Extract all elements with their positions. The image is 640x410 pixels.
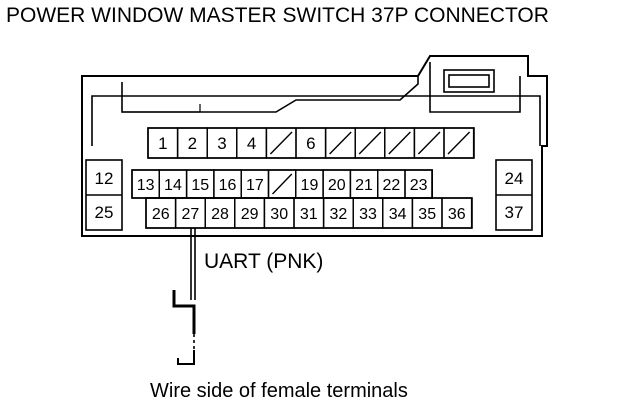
connector-housing xyxy=(81,55,548,237)
terminal-label: 36 xyxy=(448,206,466,223)
terminal-label: 34 xyxy=(389,206,407,223)
terminal-label: 6 xyxy=(306,134,315,153)
terminal-label: 25 xyxy=(95,203,114,222)
terminal-label: 20 xyxy=(328,177,346,194)
terminal-cell xyxy=(443,127,475,159)
terminal-label: 4 xyxy=(247,134,256,153)
terminal-label: 29 xyxy=(241,206,259,223)
terminal-label: 30 xyxy=(270,206,288,223)
terminal-label: 12 xyxy=(95,169,114,188)
unused-terminal-slash xyxy=(329,131,352,155)
terminal-label: 19 xyxy=(301,177,319,194)
unused-terminal-slash xyxy=(447,131,471,155)
unused-terminal-slash xyxy=(417,131,441,155)
terminal-label: 16 xyxy=(219,177,237,194)
terminal-label: 31 xyxy=(300,206,318,223)
unused-terminal-slash xyxy=(388,131,411,155)
terminal-label: 28 xyxy=(211,206,229,223)
terminal-label: 23 xyxy=(410,177,428,194)
terminal-label: 24 xyxy=(505,169,524,188)
terminal-label: 17 xyxy=(246,177,264,194)
terminal-cell xyxy=(441,197,473,229)
terminal-label: 35 xyxy=(418,206,436,223)
probe-wire xyxy=(172,228,196,365)
terminal-label: 32 xyxy=(330,206,348,223)
terminal-label: 13 xyxy=(137,177,155,194)
unused-terminal-slash xyxy=(271,173,293,195)
diagram-title: POWER WINDOW MASTER SWITCH 37P CONNECTOR xyxy=(6,4,549,27)
terminal-label: 15 xyxy=(191,177,209,194)
terminal-label: 33 xyxy=(359,206,377,223)
connector-face xyxy=(91,95,541,146)
unused-terminal-slash xyxy=(269,131,293,155)
terminal-label: 2 xyxy=(188,134,197,153)
terminal-label: 14 xyxy=(164,177,182,194)
connector-lock xyxy=(121,62,521,113)
terminal-label: 1 xyxy=(158,134,167,153)
unused-terminal-slash xyxy=(358,131,382,155)
terminal-label: 22 xyxy=(382,177,400,194)
wire-side-caption: Wire side of female terminals xyxy=(150,380,408,402)
terminal-label: 3 xyxy=(217,134,226,153)
uart-callout-label: UART (PNK) xyxy=(204,250,324,273)
terminal-label: 37 xyxy=(505,203,524,222)
terminal-label-uart: 27 xyxy=(182,206,200,223)
terminal-label: 21 xyxy=(355,177,373,194)
terminal-label: 26 xyxy=(152,206,170,223)
